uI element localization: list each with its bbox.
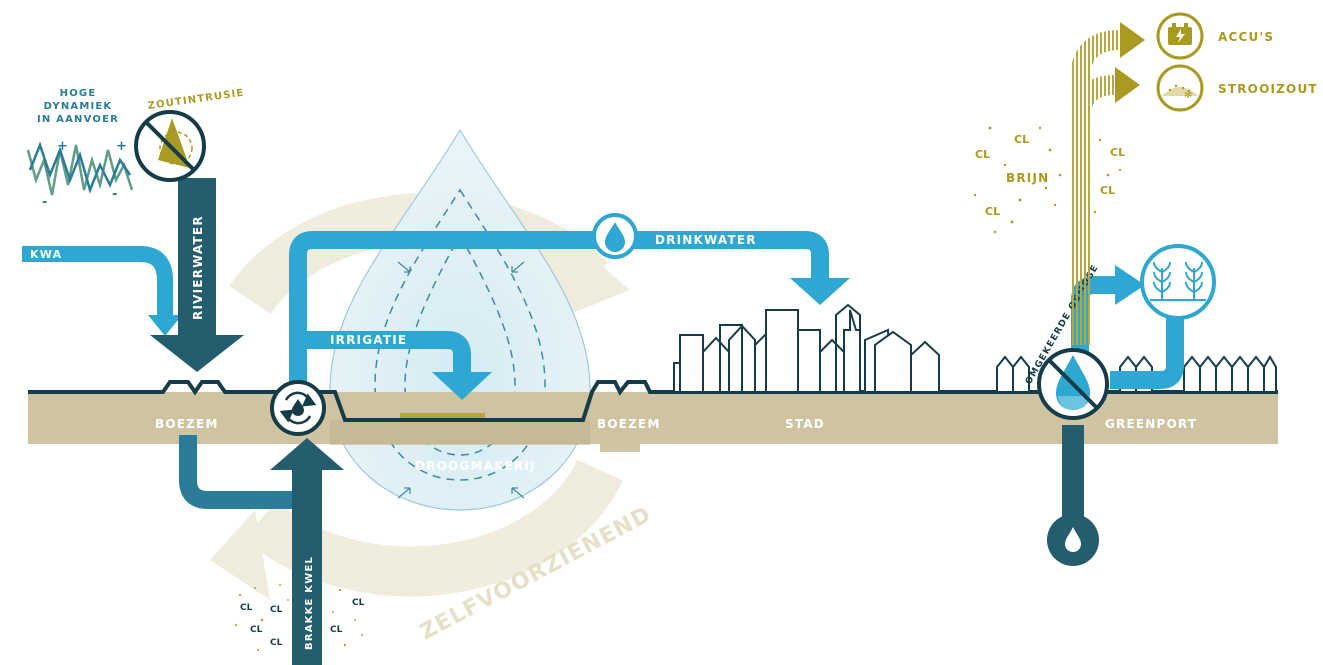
rivierwater-flow-arrow [150, 178, 244, 372]
greenport-label: GREENPORT [1105, 417, 1197, 431]
greenport-crop-badge [1140, 244, 1216, 320]
svg-text:CL: CL [270, 638, 283, 648]
chloride-particles-bottom: CL CL CL CL CL CL [240, 598, 365, 648]
accus-label: ACCU'S [1218, 30, 1274, 44]
rivierwater-label: RIVIERWATER [191, 215, 205, 320]
minus-sign-1: - [42, 195, 47, 210]
kwa-label: KWA [30, 248, 62, 261]
chloride-dots-bottom [234, 584, 363, 651]
zoutintrusie-label-top: ZOUTINTRUSIE [147, 88, 245, 112]
droogmakerij-label: DROOGMAKERIJ [415, 459, 536, 473]
brijn-label: BRIJN [1006, 171, 1049, 185]
strooizout-label: STROOIZOUT [1218, 82, 1318, 96]
svg-text:CL: CL [1100, 184, 1115, 197]
stad-label: STAD [785, 417, 825, 431]
irrigatie-label: IRRIGATIE [330, 333, 407, 347]
drinkwater-flow-arrow [289, 231, 850, 395]
svg-text:CL: CL [975, 148, 990, 161]
irrigatie-flow-arrow [307, 331, 492, 400]
svg-text:✻: ✻ [1184, 90, 1192, 101]
osmose-badge [1037, 348, 1109, 420]
droogmakerij-drop [329, 128, 591, 511]
zoutintrusie-badge [134, 110, 206, 182]
strooizout-badge: ✻ [1156, 64, 1204, 112]
svg-text:DYNAMIEK: DYNAMIEK [44, 101, 113, 112]
svg-text:IN AANVOER: IN AANVOER [37, 114, 119, 125]
minus-sign-2: - [112, 187, 117, 202]
svg-text:CL: CL [240, 603, 253, 613]
drinkwater-label: DRINKWATER [655, 233, 757, 247]
water-drop-icon [605, 222, 625, 252]
svg-text:CL: CL [250, 625, 263, 635]
water-drop-icon [1065, 527, 1081, 552]
svg-text:CL: CL [985, 205, 1000, 218]
plus-sign-2: + [116, 139, 127, 154]
chloride-dots-top [973, 126, 1122, 234]
accus-badge [1156, 12, 1204, 60]
salt-spreader-icon: ✻ [1162, 84, 1198, 101]
boezem-right-label: BOEZEM [597, 417, 661, 431]
hoge-dynamiek-label: HOGE DYNAMIEK IN AANVOER [37, 88, 119, 125]
drinkwater-drop-badge [592, 213, 638, 259]
dynamics-graph [26, 141, 134, 196]
svg-text:CL: CL [330, 625, 343, 635]
no-salt-icon [144, 118, 196, 172]
boezem-left-label: BOEZEM [155, 417, 219, 431]
pump-station [270, 380, 326, 436]
svg-text:CL: CL [1014, 133, 1029, 146]
svg-text:CL: CL [352, 598, 365, 608]
svg-text:CL: CL [1110, 146, 1125, 159]
plus-sign-1: + [57, 139, 68, 154]
brine-pipe [1070, 22, 1145, 345]
brakke-kwel-label: BRAKKE KWEL [304, 556, 315, 650]
pump-cycle-icon [279, 391, 317, 425]
crop-icon [1150, 261, 1206, 301]
kwa-flow-arrow [22, 246, 182, 336]
greenport-underground-pipe [1047, 425, 1099, 566]
svg-text:HOGE: HOGE [60, 88, 97, 99]
chloride-particles-top: CL CL CL CL CL [975, 133, 1125, 218]
no-osmosis-icon [1047, 355, 1099, 410]
svg-text:CL: CL [270, 605, 283, 615]
city-skyline [673, 303, 940, 393]
battery-icon [1168, 23, 1192, 45]
brakke-kwel-arrow [270, 438, 344, 665]
